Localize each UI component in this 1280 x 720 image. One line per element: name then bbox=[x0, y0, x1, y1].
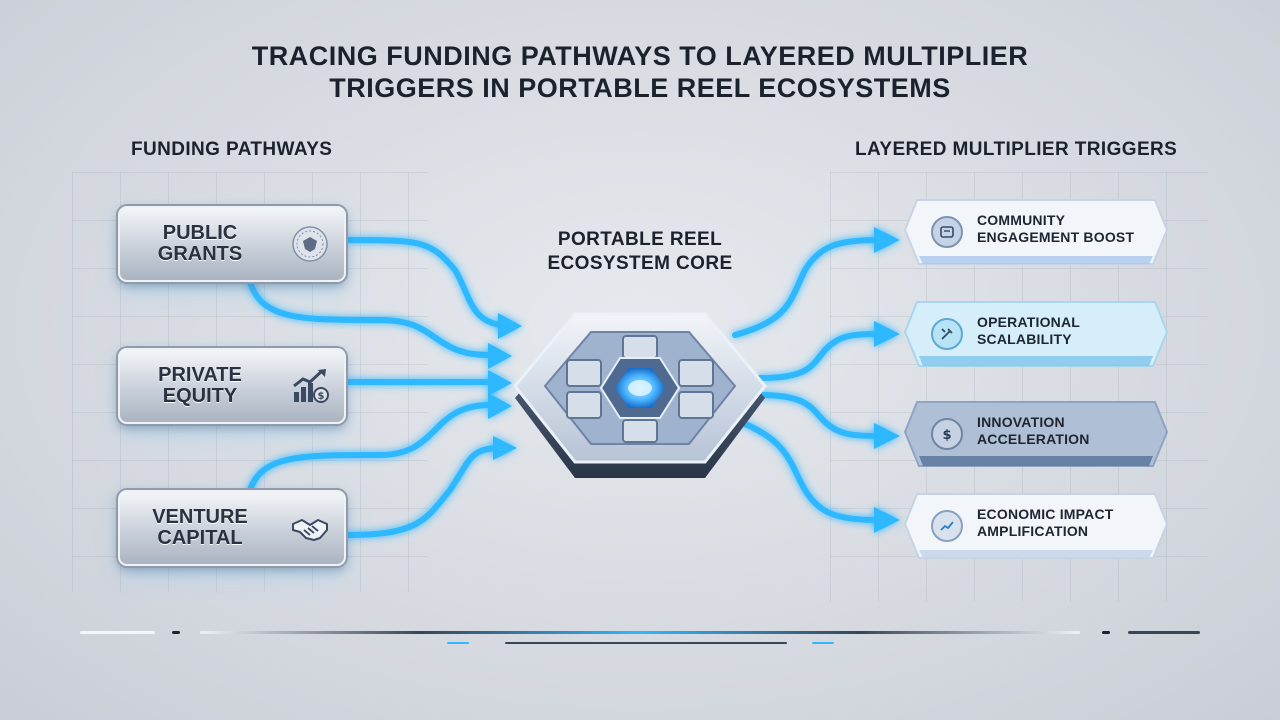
private-equity-label: PRIVATE EQUITY bbox=[158, 364, 242, 407]
arrowhead-4 bbox=[488, 393, 512, 419]
trigger-shape-4 bbox=[903, 493, 1169, 559]
bottom-divider-main bbox=[200, 631, 1080, 634]
trigger-innovation-acceleration[interactable]: $ INNOVATION ACCELERATION bbox=[903, 400, 1169, 468]
innovation-acceleration-label: INNOVATION ACCELERATION bbox=[977, 414, 1090, 447]
arrow-venture-capital-1 bbox=[247, 402, 493, 493]
handshake-icon bbox=[292, 519, 328, 541]
svg-text:$: $ bbox=[942, 428, 951, 442]
arrow-innovation bbox=[757, 392, 881, 439]
bottom-accent-right bbox=[812, 642, 834, 644]
funding-box-public-grants[interactable]: PUBLIC GRANTS bbox=[118, 206, 346, 282]
svg-text:$: $ bbox=[318, 391, 325, 402]
arrowhead-8 bbox=[874, 423, 900, 449]
bottom-divider-dot-right bbox=[1102, 631, 1110, 634]
bottom-divider-left bbox=[80, 631, 155, 634]
bottom-accent-left bbox=[447, 642, 469, 644]
trigger-shape-3 bbox=[903, 401, 1169, 467]
trigger-operational-scalability[interactable]: OPERATIONAL SCALABILITY bbox=[903, 300, 1169, 368]
page-title: TRACING FUNDING PATHWAYS TO LAYERED MULT… bbox=[0, 40, 1280, 104]
venture-capital-label: VENTURE CAPITAL bbox=[152, 506, 248, 549]
arrowhead-3 bbox=[488, 370, 512, 396]
funding-box-venture-capital[interactable]: VENTURE CAPITAL bbox=[118, 490, 346, 566]
arrow-community bbox=[732, 237, 881, 338]
bottom-accent-center bbox=[505, 642, 787, 644]
arrow-economic bbox=[732, 417, 881, 523]
seal-icon bbox=[292, 226, 328, 262]
tools-icon bbox=[931, 318, 963, 350]
funding-box-private-equity[interactable]: PRIVATE EQUITY $ bbox=[118, 348, 346, 424]
operational-scalability-label: OPERATIONAL SCALABILITY bbox=[977, 314, 1080, 347]
title-line-1: TRACING FUNDING PATHWAYS TO LAYERED MULT… bbox=[251, 41, 1029, 71]
arrow-public-grants-1 bbox=[343, 237, 503, 328]
funding-pathways-heading: FUNDING PATHWAYS bbox=[131, 139, 333, 160]
arrowhead-1 bbox=[498, 313, 522, 339]
arrowhead-9 bbox=[874, 507, 900, 533]
dollar-icon: $ bbox=[931, 418, 963, 450]
arrowhead-7 bbox=[874, 321, 900, 347]
trend-line-icon bbox=[931, 510, 963, 542]
arrow-public-grants-2 bbox=[247, 279, 493, 358]
bottom-divider-dot-left bbox=[172, 631, 180, 634]
arrowhead-2 bbox=[488, 343, 512, 369]
arrow-operational bbox=[757, 331, 881, 381]
trigger-shape-2 bbox=[903, 301, 1169, 367]
community-icon bbox=[931, 216, 963, 248]
arrowhead-5 bbox=[493, 436, 517, 460]
trigger-economic-impact[interactable]: ECONOMIC IMPACT AMPLIFICATION bbox=[903, 492, 1169, 560]
bottom-divider-right bbox=[1128, 631, 1200, 634]
community-engagement-label: COMMUNITY ENGAGEMENT BOOST bbox=[977, 212, 1135, 245]
arrowhead-6 bbox=[874, 227, 900, 253]
title-line-2: TRIGGERS IN PORTABLE REEL ECOSYSTEMS bbox=[329, 73, 951, 103]
core-label: PORTABLE REEL ECOSYSTEM CORE bbox=[547, 229, 733, 274]
trigger-community-engagement[interactable]: COMMUNITY ENGAGEMENT BOOST bbox=[903, 198, 1169, 266]
growth-chart-icon: $ bbox=[293, 369, 329, 403]
ecosystem-core-hexagon bbox=[513, 312, 767, 478]
economic-impact-label: ECONOMIC IMPACT AMPLIFICATION bbox=[977, 506, 1114, 539]
arrow-venture-capital-2 bbox=[343, 445, 498, 538]
multiplier-triggers-heading: LAYERED MULTIPLIER TRIGGERS bbox=[855, 139, 1178, 160]
trigger-shape-1 bbox=[903, 199, 1169, 265]
public-grants-label: PUBLIC GRANTS bbox=[157, 222, 243, 265]
